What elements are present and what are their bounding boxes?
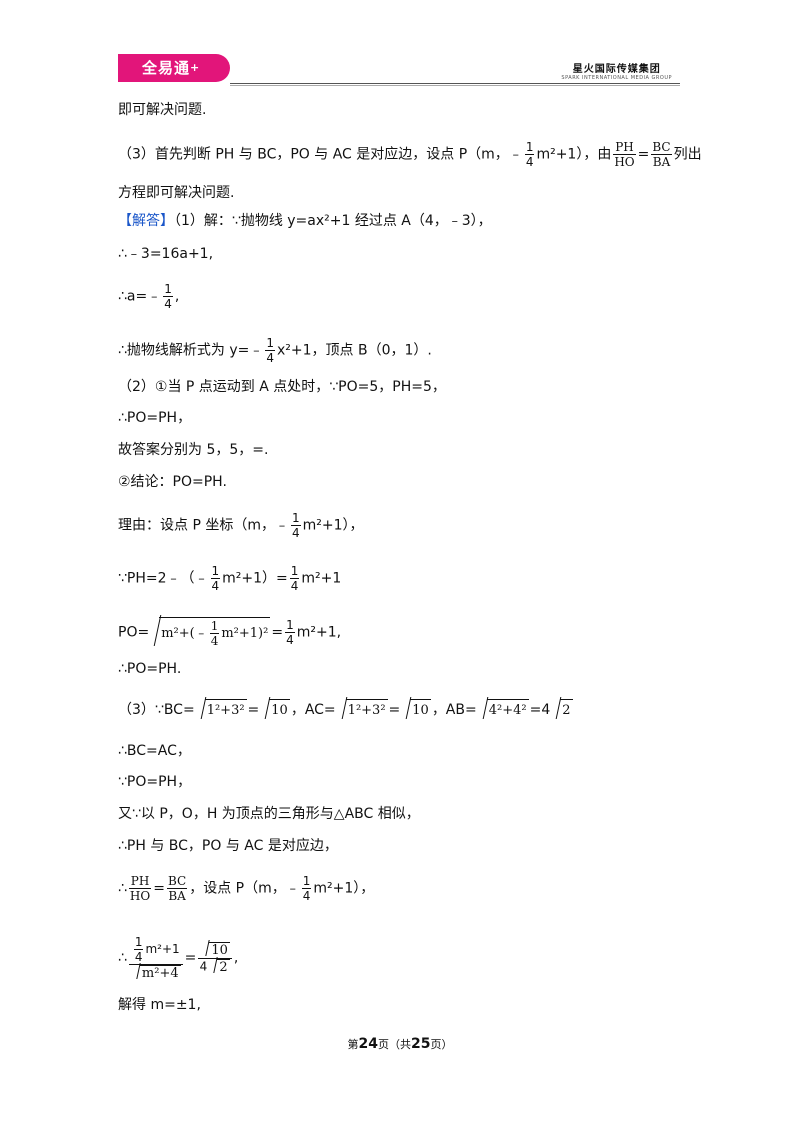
square-root: 10 [260,699,290,721]
logo-text: 全易通 [142,59,191,77]
brand-name: 星火国际传媒集团 [572,64,661,75]
page-number: 24 [358,1036,378,1052]
text-line: ∴PO=PH， [118,410,192,426]
text-line: （2）①当 P 点运动到 A 点处时，∵PO=5，PH=5， [118,379,446,395]
header-rule-thin [230,85,680,86]
text-line: ∵PO=PH， [118,774,192,790]
page-header: 全易通+ 星火国际传媒集团 SPARK INTERNATIONAL MEDIA … [118,54,680,86]
text-line: 解得 m=±1, [118,997,201,1013]
answer-label: 【解答】 [118,213,174,229]
text-line: 方程即可解决问题. [118,185,235,201]
logo-plus: + [190,61,201,74]
square-root: 4²+4² [478,699,529,721]
text-line: 【解答】（1）解：∵抛物线 y=ax²+1 经过点 A（4，﹣3）， [118,213,492,229]
square-root: m²+4 [131,965,181,981]
square-root: 1²+3² [337,699,388,721]
text-line: ∴PH 与 BC，PO 与 AC 是对应边， [118,838,338,854]
total-pages: 25 [411,1036,431,1052]
brand-english: SPARK INTERNATIONAL MEDIA GROUP [561,75,672,81]
header-rule [230,83,680,84]
square-root: 2 [551,699,573,721]
logo: 全易通+ [118,54,230,82]
page-footer: 第24页（共25页） [347,1036,453,1052]
text-line: 故答案分别为 5，5，=. [118,442,269,458]
square-root: 1²+3² [196,699,247,721]
square-root: 10 [200,941,230,958]
text-line: 又∵以 P，O，H 为顶点的三角形与△ABC 相似， [118,806,420,822]
text-line: ②结论：PO=PH. [118,474,227,490]
text-line: ∴BC=AC， [118,743,191,759]
square-root: 2 [208,958,230,975]
text-line: 即可解决问题. [118,102,207,118]
square-root: 10 [401,699,431,721]
brand: 星火国际传媒集团 SPARK INTERNATIONAL MEDIA GROUP [561,60,672,81]
text-line: ∴﹣3=16a+1, [118,246,214,262]
text-line: ∴PO=PH. [118,661,182,677]
